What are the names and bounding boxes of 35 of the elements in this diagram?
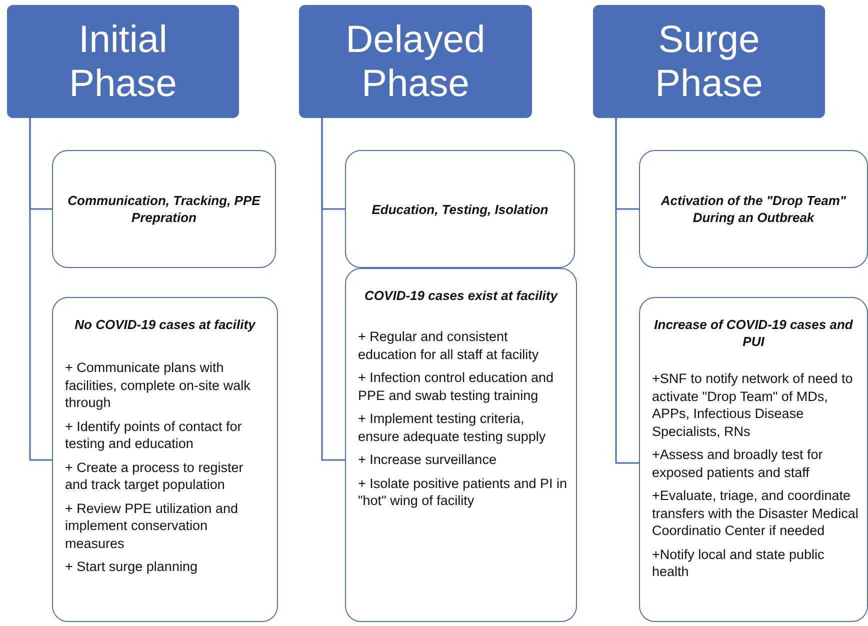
- action-item: +SNF to notify network of need to activate "Drop Team" of MDs, APPs, Infectious Disease Specialists, RNs: [651, 370, 854, 440]
- action-item: + Regular and consistent education for all staff at facility: [357, 328, 540, 363]
- phase-header: [593, 5, 825, 118]
- card-heading: Increase of COVID-19 cases and PUI: [653, 316, 854, 350]
- phase-header: [299, 5, 532, 118]
- action-item: + Communicate plans with facilities, complete on-site walk through: [64, 359, 252, 412]
- action-item: + Implement testing criteria, ensure adequate testing supply: [357, 410, 547, 445]
- connector-line: [29, 118, 52, 461]
- summary-card: [52, 150, 276, 268]
- card-heading: Activation of the "Drop Team" During an Outbreak: [660, 192, 848, 226]
- phase-title: Delayed Phase: [344, 18, 486, 106]
- action-card: [345, 268, 577, 622]
- connector-line: [321, 118, 345, 461]
- card-heading: COVID-19 cases exist at facility: [364, 287, 559, 304]
- connector-line: [615, 118, 639, 464]
- action-item: +Notify local and state public health: [651, 546, 826, 580]
- action-item: + Isolate positive patients and PI in "hot" wing of facility: [357, 474, 568, 510]
- action-item: + Review PPE utilization and implement conservation measures: [64, 500, 239, 552]
- card-heading: Communication, Tracking, PPE Prepration: [66, 192, 262, 226]
- action-item: + Start surge planning: [64, 558, 198, 576]
- card-heading: Education, Testing, Isolation: [370, 200, 550, 218]
- action-item: + Create a process to register and track target population: [64, 458, 244, 494]
- card-heading: No COVID-19 cases at facility: [74, 316, 257, 333]
- action-item: +Assess and broadly test for exposed patients and staff: [651, 446, 824, 481]
- phase-header: [7, 5, 239, 118]
- action-item: +Evaluate, triage, and coordinate transfers with the Disaster Medical Coordinatio Center if needed: [651, 487, 859, 540]
- phase-title: Surge Phase: [654, 18, 764, 106]
- summary-card: [639, 150, 868, 268]
- action-item: + Identify points of contact for testing and education: [64, 418, 243, 452]
- action-item: + Infection control education and PPE and swab testing training: [357, 369, 555, 404]
- phase-title: Initial Phase: [68, 18, 178, 106]
- action-item: + Increase surveillance: [357, 451, 498, 468]
- summary-card: [345, 150, 575, 268]
- action-card: [639, 297, 868, 622]
- action-card: [52, 297, 278, 622]
